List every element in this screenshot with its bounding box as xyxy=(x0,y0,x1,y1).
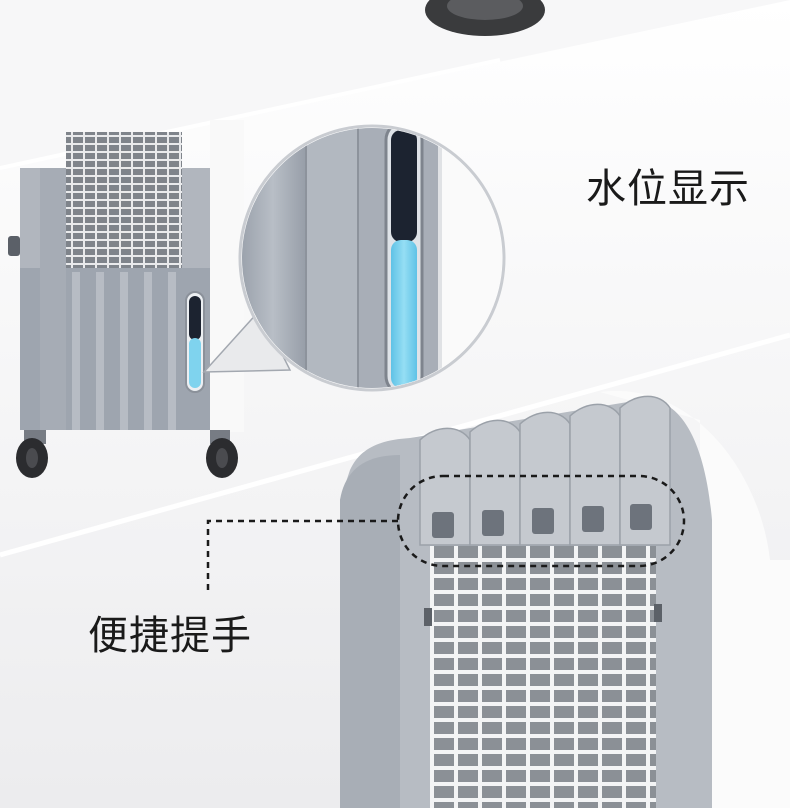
large-cooler xyxy=(340,390,790,808)
handle-label: 便捷提手 xyxy=(88,613,252,659)
handle-leader-line xyxy=(206,519,398,590)
small-cooler xyxy=(8,120,244,478)
water-level-magnifier xyxy=(238,124,506,392)
gauge-empty-part xyxy=(391,130,417,242)
gauge-water-part xyxy=(391,240,417,388)
small-grille xyxy=(66,132,182,268)
handle-slot-icon xyxy=(432,504,652,538)
caster-wheel-icon xyxy=(16,430,48,478)
large-grille xyxy=(430,546,656,808)
handle-highlight xyxy=(396,474,686,568)
water-level-label: 水位显示 xyxy=(586,166,750,212)
caster-wheel-icon xyxy=(206,430,238,478)
